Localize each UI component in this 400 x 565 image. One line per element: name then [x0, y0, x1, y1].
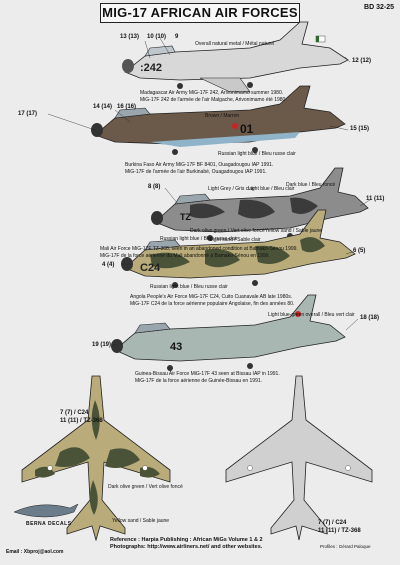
callout-9: 9 [175, 34, 179, 40]
color-note-dark-olive: Dark olive green / Vert olive foncé [190, 228, 265, 234]
color-note-dark-blue: Dark blue / Bleu foncé [286, 182, 336, 188]
color-note-metal: Overall natural metal / Métal naturel [195, 41, 275, 47]
caption-mali-fr: MiG-17F de la force aérienne du Mali aba… [100, 253, 270, 259]
reference-text: Reference : Harpia Publishing : African … [110, 537, 263, 551]
caption-burkina-fr: MiG-17F de l'armée de l'air Burkinabé, O… [125, 169, 267, 175]
planform-bottom-view [225, 375, 373, 541]
caption-burkina-en: Burkina Faso Air Army MiG-17F BF 8401, O… [125, 162, 274, 168]
planform-left-callout-c24: 7 (7) / C24 [60, 410, 89, 416]
planform-right-callout-c24: 7 (7) / C24 [318, 520, 347, 526]
profiles-credit: Profiles : Gérard Paloque [320, 544, 371, 549]
logo-text: BERNA DECALS [26, 521, 72, 527]
callout-13: 13 (13) [120, 34, 140, 40]
caption-angola-fr: MiG-17F C24 de la force aérienne populai… [130, 301, 295, 307]
caption-mali-en: Mali Air Force MiG-17F TZ-368, seen in a… [100, 246, 298, 252]
planform-note-olive: Dark olive green / Vert olive foncé [108, 484, 183, 490]
callout-16: 16 (16) [117, 104, 137, 110]
svg-text:01: 01 [240, 122, 254, 136]
color-note-russian-blue-angola: Russian light blue / Bleu russe clair [150, 284, 228, 290]
photographs-line: Photographs: http://www.airliners.net/ a… [110, 544, 263, 550]
caption-angola-en: Angola People's Air Force MiG-17F C24, C… [130, 294, 293, 300]
svg-text:TZ: TZ [180, 212, 191, 222]
email-text: Email : Xbproj@aol.com [6, 549, 64, 555]
caption-madagascar-en: Madagascar Air Army MiG-17F 242, Arivoni… [140, 90, 284, 96]
reference-line: Reference : Harpia Publishing : African … [110, 537, 263, 543]
aircraft-profile-guinea-bissau: 43 [111, 294, 346, 371]
color-note-light-grey: Light Grey / Gris clair [208, 186, 255, 192]
aircraft-profile-angola: C24 [121, 209, 356, 288]
caption-guinea-en: Guinea-Bissau Air Force MiG-17F 43 seen … [135, 371, 280, 377]
callout-8: 8 (8) [148, 184, 161, 190]
planform-top-view [21, 375, 171, 542]
callout-6: 6 (5) [353, 248, 366, 254]
planform-left-callout-tz368: 11 (11) / TZ-368 [60, 418, 103, 424]
product-code: BD 32-25 [364, 4, 394, 11]
callout-11: 11 (11) [366, 196, 385, 202]
callout-10: 10 (10) [147, 34, 167, 40]
color-note-light-blue: Light blue / Bleu clair [248, 186, 295, 192]
planform-right-callout-tz368: 11 (11) / TZ-368 [318, 528, 361, 534]
callout-19: 19 (19) [92, 342, 112, 348]
page-title: MIG-17 AFRICAN AIR FORCES [100, 3, 300, 23]
svg-text:43: 43 [170, 341, 182, 353]
color-note-brown: Brown / Marron [205, 113, 240, 119]
caption-guinea-fr: MiG-17F de la force aérienne de Guinée-B… [135, 378, 263, 384]
color-note-yellow-sand: Yellow sand / Sable jaune [265, 228, 323, 234]
callout-17: 17 (17) [18, 111, 38, 117]
callout-4: 4 (4) [102, 262, 115, 268]
aircraft-profile-madagascar: :242 [122, 21, 349, 93]
aircraft-profile-burkina: 01 [91, 85, 346, 155]
berna-decals-logo [13, 503, 79, 518]
callout-12: 12 (12) [352, 58, 372, 64]
planform-note-sand: Yellow sand / Sable jaune [112, 518, 170, 524]
callout-14: 14 (14) [93, 104, 113, 110]
caption-madagascar-fr: MiG-17F 242 de l'armée de l'air Malgache… [140, 97, 287, 103]
color-note-light-sand: Light sand / Sable clair [210, 237, 261, 243]
callout-15: 15 (15) [350, 126, 370, 132]
color-note-blue-green: Light blue-green overall / Bleu vert cla… [268, 312, 355, 318]
svg-text:C24: C24 [140, 262, 161, 274]
color-note-russian-blue: Russian light blue / Bleu russe clair [218, 151, 296, 157]
color-note-russian-blue-mali: Russian light blue / Bleu russe clair [160, 236, 238, 242]
leader-lines [47, 37, 371, 346]
svg-text::242: :242 [140, 62, 162, 74]
callout-18: 18 (18) [360, 315, 380, 321]
